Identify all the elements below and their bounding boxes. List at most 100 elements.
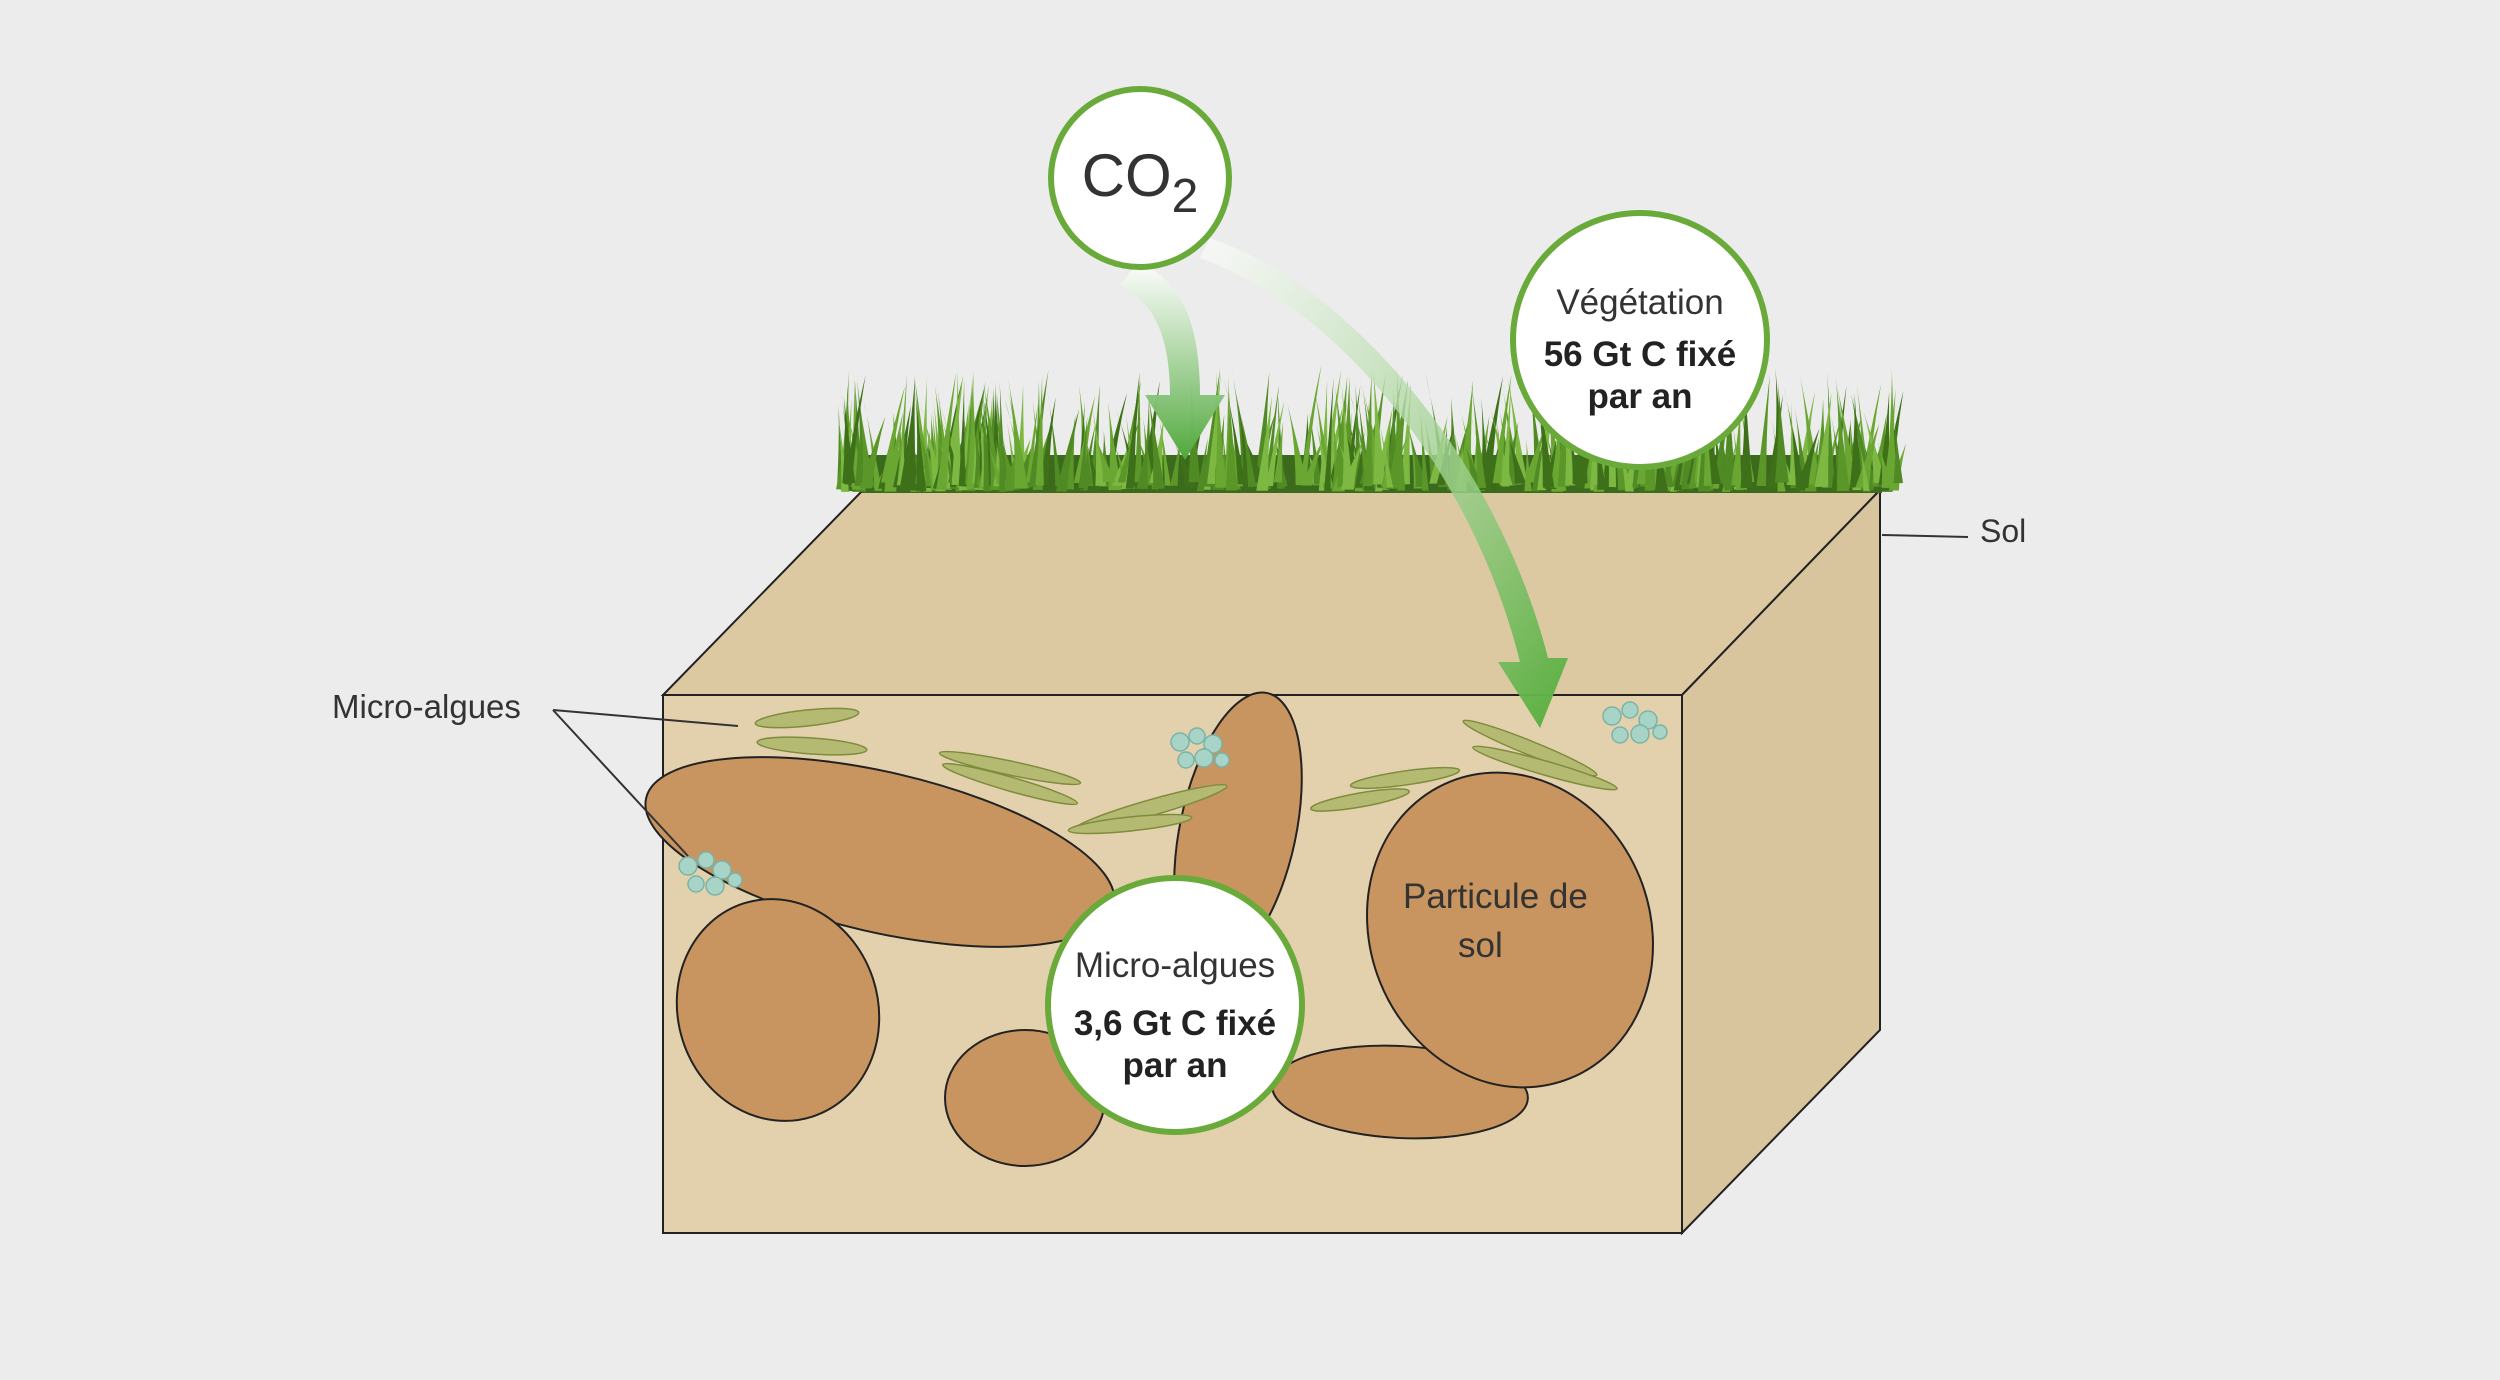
grass-blade	[1134, 371, 1143, 483]
micro-algues-leader-line	[552, 709, 739, 727]
microalgae-circle	[1045, 875, 1305, 1135]
grass-blade	[1858, 425, 1877, 485]
grass-blade	[1265, 400, 1285, 487]
vegetation-unit: par an	[1587, 377, 1692, 416]
co2-circle	[1048, 86, 1232, 270]
particle-label-line1: Particule de	[1403, 877, 1588, 916]
vegetation-circle	[1510, 210, 1770, 470]
grass-blade	[1818, 435, 1828, 485]
co2-subscript: 2	[1172, 170, 1199, 223]
algae-strand	[1309, 788, 1411, 812]
microalgae-callout: Micro-algues 3,6 Gt C fixé par an	[1045, 875, 1305, 1135]
grass-blade	[1492, 374, 1512, 484]
grass-blade	[1798, 367, 1821, 485]
grass-blade	[1102, 393, 1128, 483]
grass-blade	[1858, 439, 1870, 491]
grass-blade	[1501, 383, 1512, 487]
algae-strands	[754, 707, 1618, 835]
grass-blade	[1774, 382, 1789, 483]
co2-label: CO2	[1082, 142, 1199, 223]
grass-blade	[1299, 364, 1322, 483]
grass-blade	[1855, 423, 1880, 488]
grass-blade	[1814, 392, 1832, 487]
grass-blade	[1643, 397, 1664, 490]
grass-blade	[1524, 439, 1532, 492]
grass-blade	[1349, 392, 1372, 485]
grass-blade	[1092, 409, 1107, 486]
grass-blade	[1501, 421, 1519, 485]
grass-blade	[951, 370, 962, 485]
soil-particle-large	[1366, 771, 1654, 1089]
grass-blade	[1237, 397, 1257, 487]
grass-blade	[1893, 421, 1904, 484]
algae-strand	[754, 707, 860, 729]
grass-blade	[1703, 383, 1712, 486]
grass-blade	[1147, 389, 1165, 489]
grass-blade	[1789, 401, 1796, 486]
micro-algues-label: Micro-algues	[332, 688, 521, 725]
grass-blade	[1732, 425, 1744, 491]
grass-blade	[1756, 374, 1770, 487]
grass-blade	[1083, 422, 1093, 486]
grass-blade	[1341, 384, 1354, 489]
algae-strand	[1472, 745, 1618, 791]
soil-top-face	[660, 489, 1883, 696]
grass-blade	[1026, 403, 1039, 483]
grass-blade	[1593, 412, 1607, 490]
grass-blade	[1505, 430, 1527, 484]
grass-blade	[1055, 408, 1080, 492]
microalgae-unit: par an	[1122, 1046, 1227, 1085]
grass-blade	[1399, 382, 1411, 485]
grass-blade	[1107, 401, 1122, 491]
grass-blade	[1835, 377, 1858, 485]
grass-blade	[1007, 376, 1029, 489]
grass-blade	[1362, 370, 1373, 487]
grass-blade	[1481, 397, 1490, 489]
co2-arrow-to-vegetation	[1120, 262, 1225, 460]
co2-main: CO	[1082, 142, 1172, 209]
grass-blade	[1136, 434, 1149, 489]
microalgae-value: 3,6 Gt C fixé	[1074, 1004, 1276, 1043]
grass-blade	[1125, 372, 1140, 489]
algae-strand	[938, 750, 1082, 786]
algae-cell-cluster	[1602, 701, 1668, 744]
grass-blade	[1713, 407, 1725, 484]
algae-cell-cluster	[1170, 727, 1230, 769]
grass-blade	[1740, 375, 1753, 489]
grass-blade	[1046, 388, 1062, 487]
grass-blade	[1883, 388, 1896, 487]
grass-blade	[1827, 370, 1836, 488]
grass-blade	[1393, 367, 1406, 488]
grass-blade	[934, 385, 951, 486]
grass-blade	[1157, 405, 1171, 486]
vegetation-title: Végétation	[1556, 283, 1723, 322]
grass-blade	[1835, 378, 1850, 491]
sol-leader-line	[1881, 534, 1969, 538]
grass-blade	[1485, 433, 1502, 483]
soil-particle	[675, 898, 881, 1122]
algae-strand	[756, 736, 868, 756]
algae-cell-cluster	[678, 851, 743, 896]
algae-strand	[941, 762, 1079, 806]
grass-blade	[1028, 370, 1049, 487]
co2-callout: CO2	[1048, 86, 1232, 270]
co2-arrow-to-soil	[1200, 238, 1568, 728]
grass-blade	[976, 411, 986, 483]
grass-blade	[1849, 392, 1863, 488]
co2-arrows	[1120, 238, 1568, 728]
grass-blade	[1035, 374, 1044, 486]
grass-blade	[1577, 400, 1592, 488]
grass-blade	[1111, 439, 1132, 486]
grass-blade	[1505, 368, 1528, 484]
grass-blade	[1091, 429, 1116, 483]
grass-blade	[1323, 377, 1334, 492]
grass-blade	[1783, 385, 1806, 491]
algae-cell-clusters	[678, 701, 1668, 896]
grass-blade	[1654, 430, 1669, 491]
grass-blade	[1332, 410, 1341, 489]
leader-lines	[552, 534, 1969, 857]
grass-blade	[1256, 395, 1273, 491]
vegetation-callout: Végétation 56 Gt C fixé par an	[1510, 210, 1770, 470]
algae-strand	[1462, 719, 1598, 777]
grass-blade	[1273, 421, 1284, 483]
